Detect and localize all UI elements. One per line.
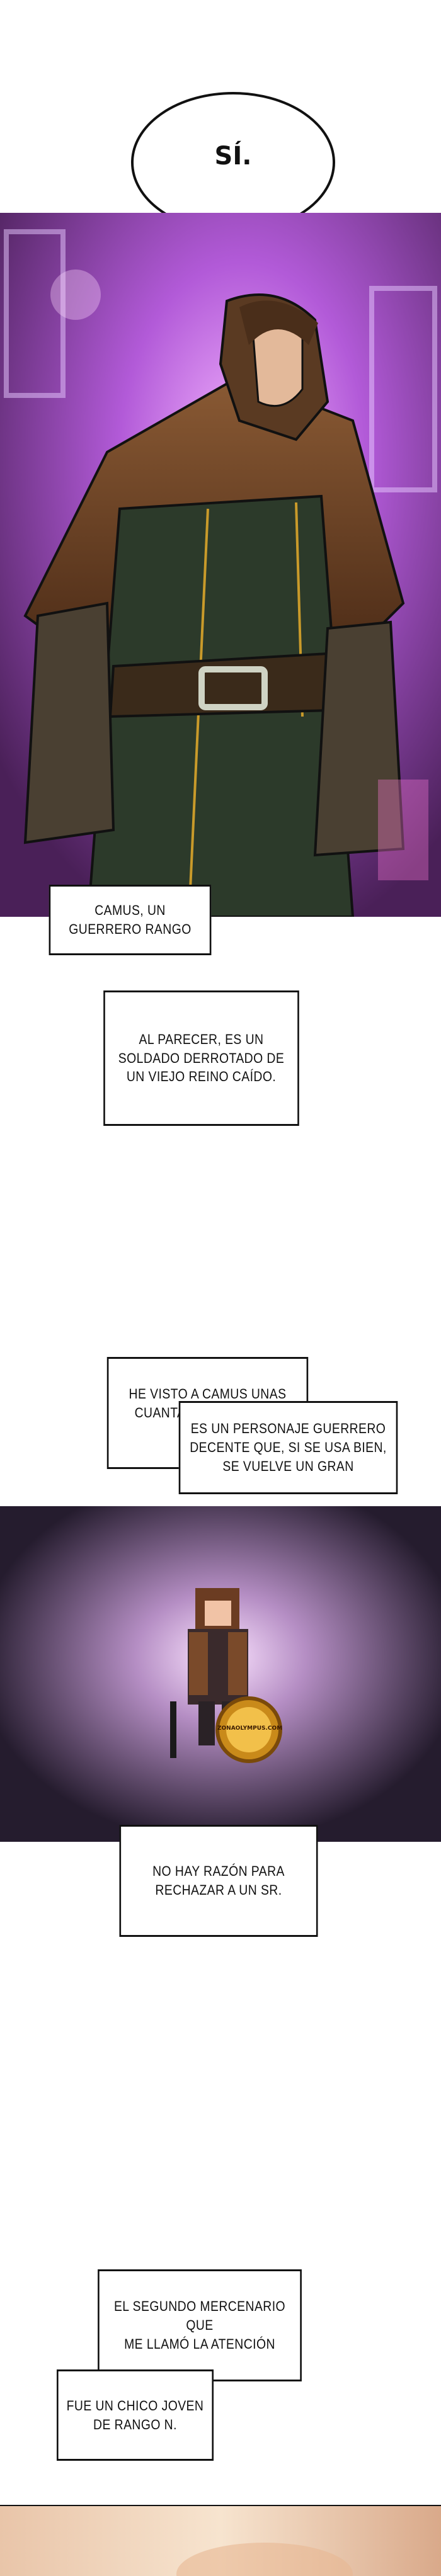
caption-second-mercenary: EL SEGUNDO MERCENARIO QUE ME LLAMÓ LA AT… [98,2269,302,2381]
caption-young-guy: FUE UN CHICO JOVEN DE RANGO N. [56,2369,214,2461]
panel-bottom-partial [0,2505,441,2576]
watermark-text: ZONAOLYMPUS.COM [217,1725,283,1732]
bottom-illustration [0,2505,441,2576]
pixel-camus-illustration [0,1506,441,1842]
panel-camus [0,213,441,917]
caption-camus-soldier: AL PARECER, ES UN SOLDADO DERROTADO DE U… [103,990,299,1126]
speech-bubble-text: SÍ. [214,142,252,171]
panel-pixel-camus: ZONAOLYMPUS.COM [0,1506,441,1842]
caption-camus-intro: CAMUS, UN GUERRERO RANGO [49,885,212,955]
caption-decent-warrior: ES UN PERSONAJE GUERRERO DECENTE QUE, SI… [178,1401,398,1494]
camus-illustration [0,213,441,917]
caption-no-reason: NO HAY RAZÓN PARA RECHAZAR A UN SR. [119,1825,318,1937]
